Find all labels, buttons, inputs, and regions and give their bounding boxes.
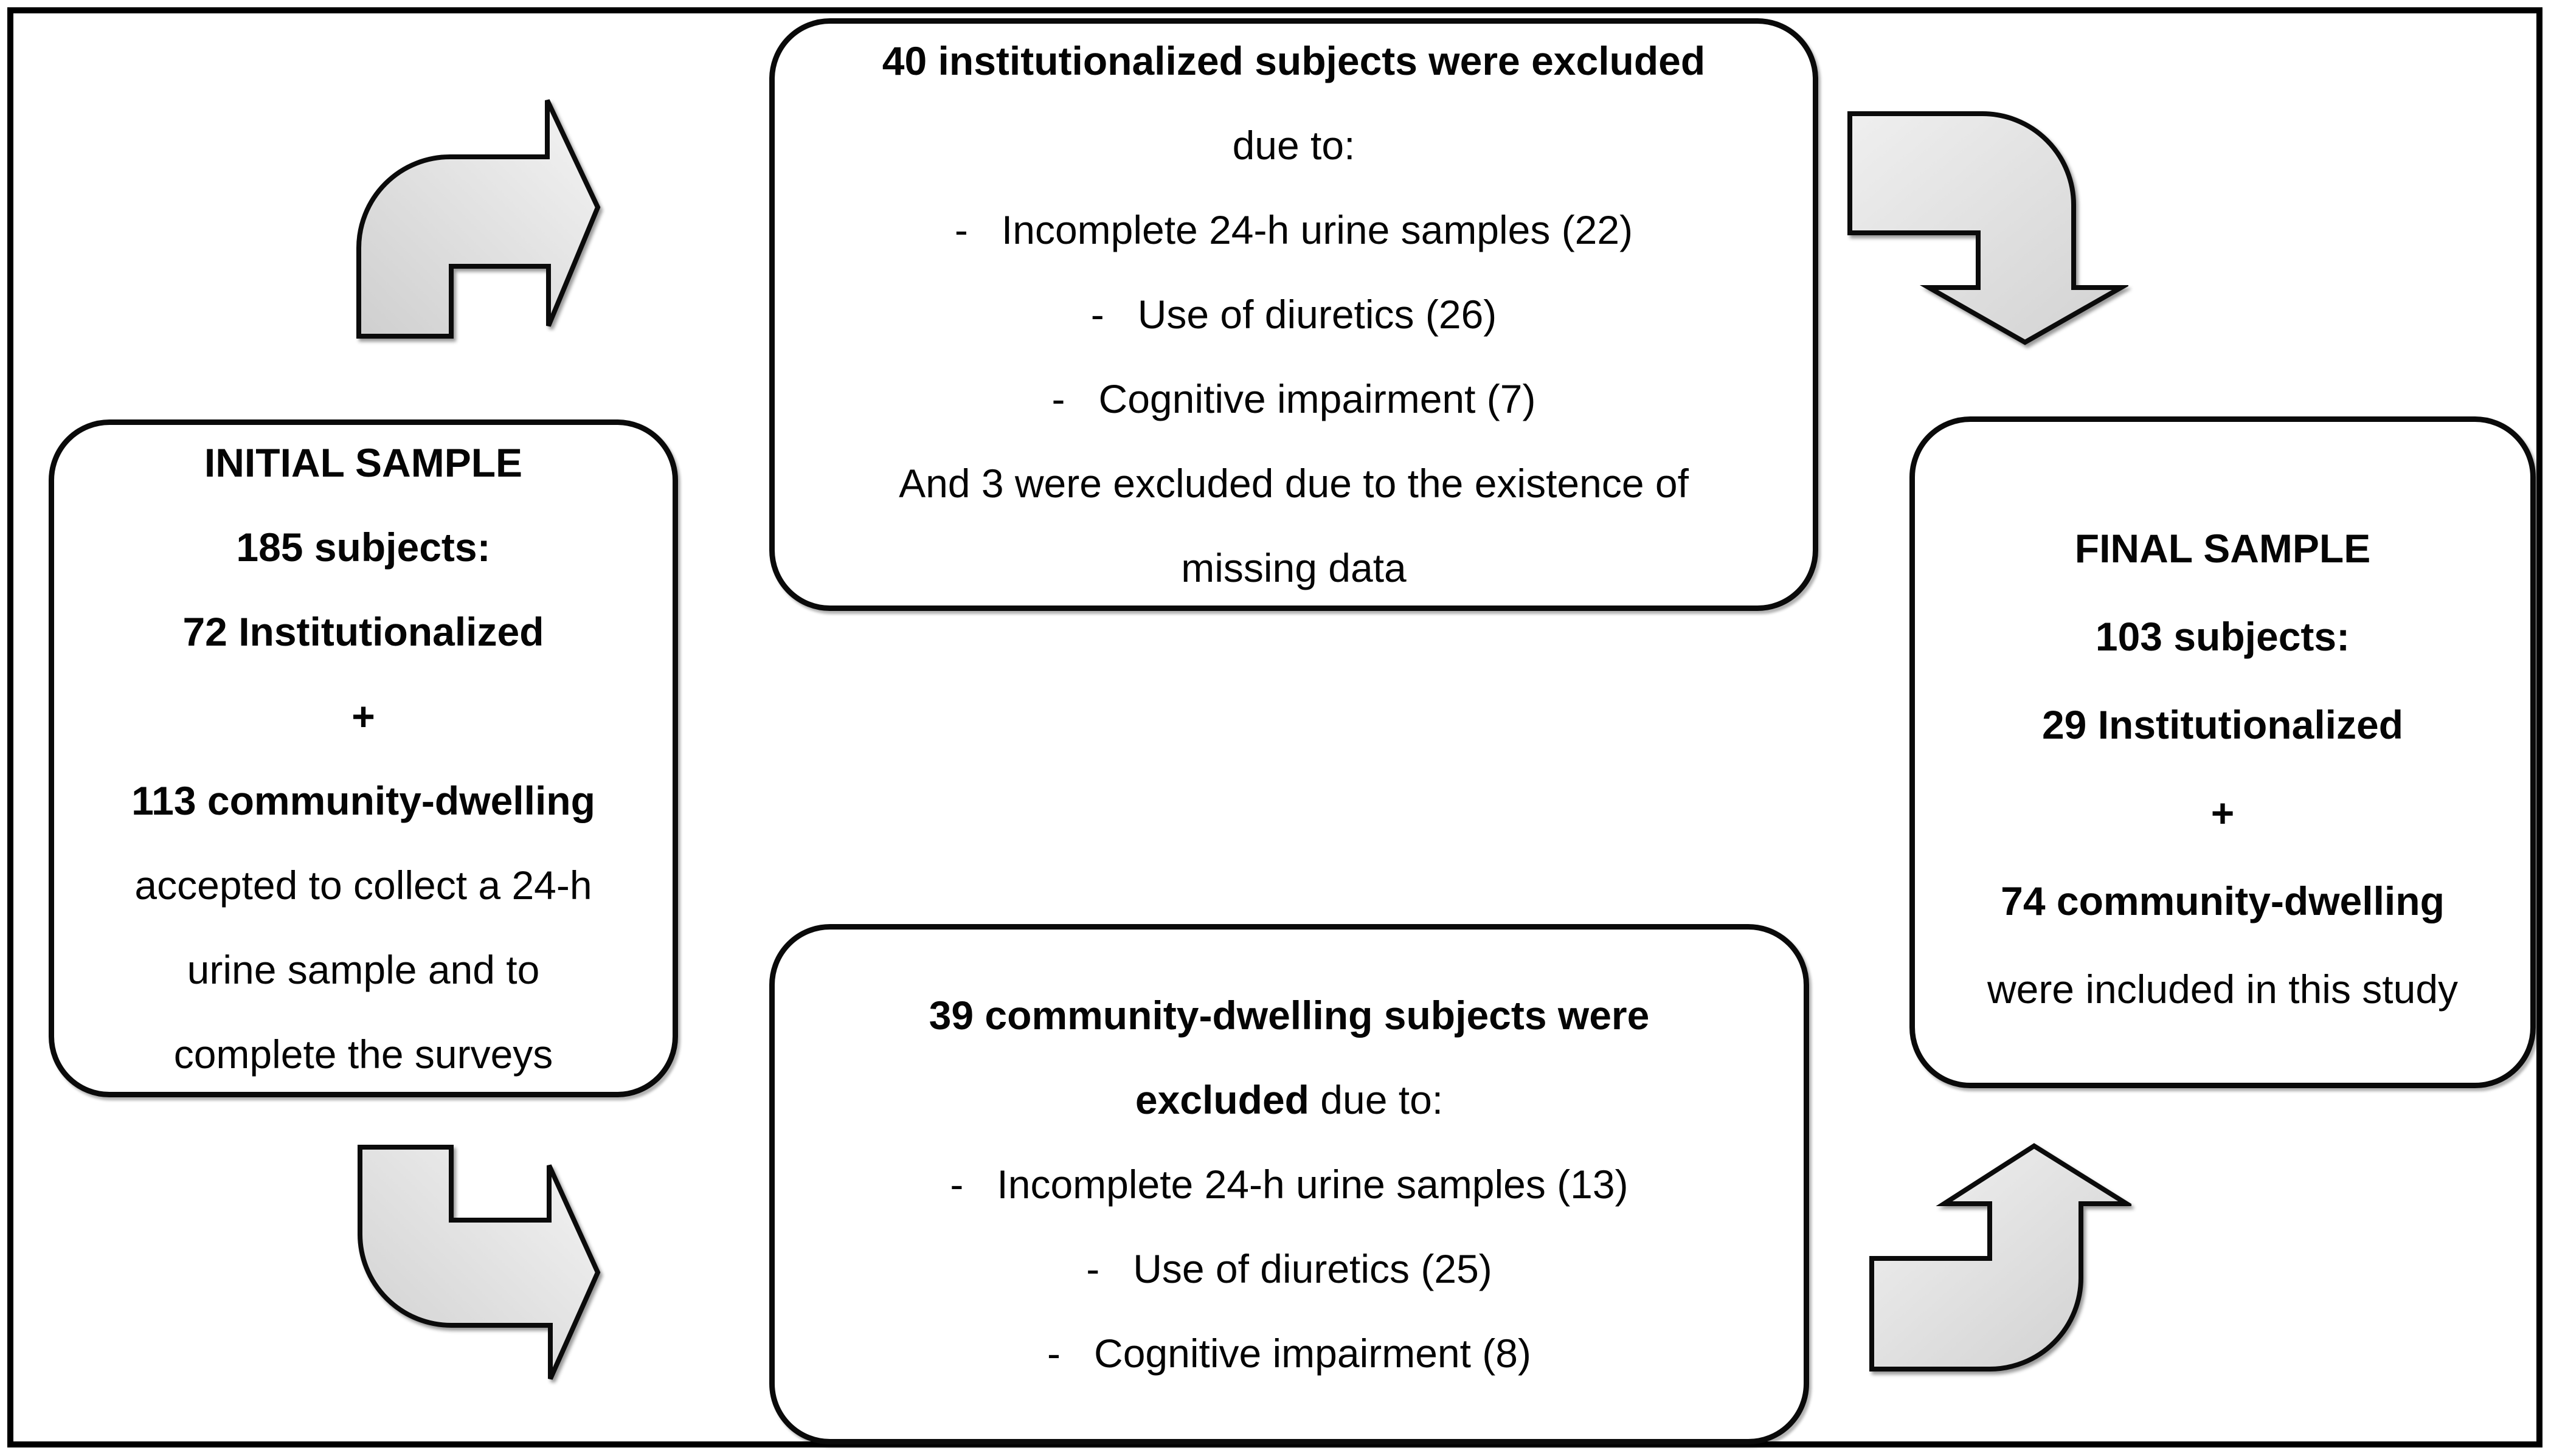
initial-description-line: urine sample and to — [187, 947, 540, 992]
missing-data-note-line: missing data — [1181, 545, 1407, 590]
arrow-shape — [1869, 1143, 2131, 1371]
initial-institutionalized-count: 72 Institutionalized — [182, 609, 544, 654]
bent-arrow-right-bottom-icon — [358, 1145, 601, 1380]
excluded-institutionalized-box: 40 institutionalized subjects were exclu… — [769, 18, 1818, 611]
initial-community-count: 113 community-dwelling — [131, 778, 595, 823]
excluded-institutionalized-subtitle: due to: — [1232, 123, 1355, 168]
exclusion-reason-item: - Use of diuretics (26) — [1090, 292, 1497, 337]
excluded-community-subtitle: excluded due to: — [1135, 1058, 1443, 1142]
bent-arrow-right-top-icon — [356, 99, 601, 339]
final-community-count: 74 community-dwelling — [2001, 878, 2445, 923]
exclusion-reason-item: - Cognitive impairment (8) — [1047, 1330, 1531, 1376]
initial-sample-title: INITIAL SAMPLE — [204, 440, 523, 485]
final-sample-count: 103 subjects: — [2095, 614, 2350, 659]
exclusion-reason-item: - Incomplete 24-h urine samples (13) — [950, 1161, 1629, 1207]
initial-description-line: complete the surveys — [173, 1031, 553, 1077]
exclusion-reason-item: - Use of diuretics (25) — [1086, 1246, 1492, 1291]
final-institutionalized-count: 29 Institutionalized — [2041, 702, 2404, 747]
arrow-shape — [356, 99, 601, 339]
initial-description-line: accepted to collect a 24-h — [134, 862, 592, 908]
initial-sample-box: INITIAL SAMPLE 185 subjects: 72 Institut… — [49, 419, 678, 1097]
final-sample-box: FINAL SAMPLE 103 subjects: 29 Institutio… — [1909, 416, 2536, 1088]
excluded-institutionalized-title: 40 institutionalized subjects were exclu… — [882, 38, 1706, 83]
exclusion-reason-item: - Incomplete 24-h urine samples (22) — [954, 207, 1633, 252]
bent-arrow-down-icon — [1847, 111, 2128, 345]
missing-data-note-line: And 3 were excluded due to the existence… — [899, 461, 1689, 506]
bent-arrow-up-icon — [1869, 1143, 2131, 1371]
excluded-community-box: 39 community-dwelling subjects were excl… — [769, 924, 1809, 1444]
excluded-community-title: 39 community-dwelling subjects were — [929, 992, 1650, 1038]
arrow-shape — [1847, 111, 2128, 345]
arrow-shape — [358, 1145, 601, 1380]
final-description-line: were included in this study — [1987, 967, 2459, 1012]
final-sample-title: FINAL SAMPLE — [2074, 526, 2371, 571]
exclusion-reason-item: - Cognitive impairment (7) — [1051, 376, 1536, 421]
initial-sample-count: 185 subjects: — [236, 524, 491, 570]
plus-sign: + — [2210, 790, 2235, 835]
plus-sign: + — [351, 693, 375, 739]
due-to-text: due to: — [1309, 1077, 1444, 1122]
excluded-word: excluded — [1135, 1077, 1309, 1122]
